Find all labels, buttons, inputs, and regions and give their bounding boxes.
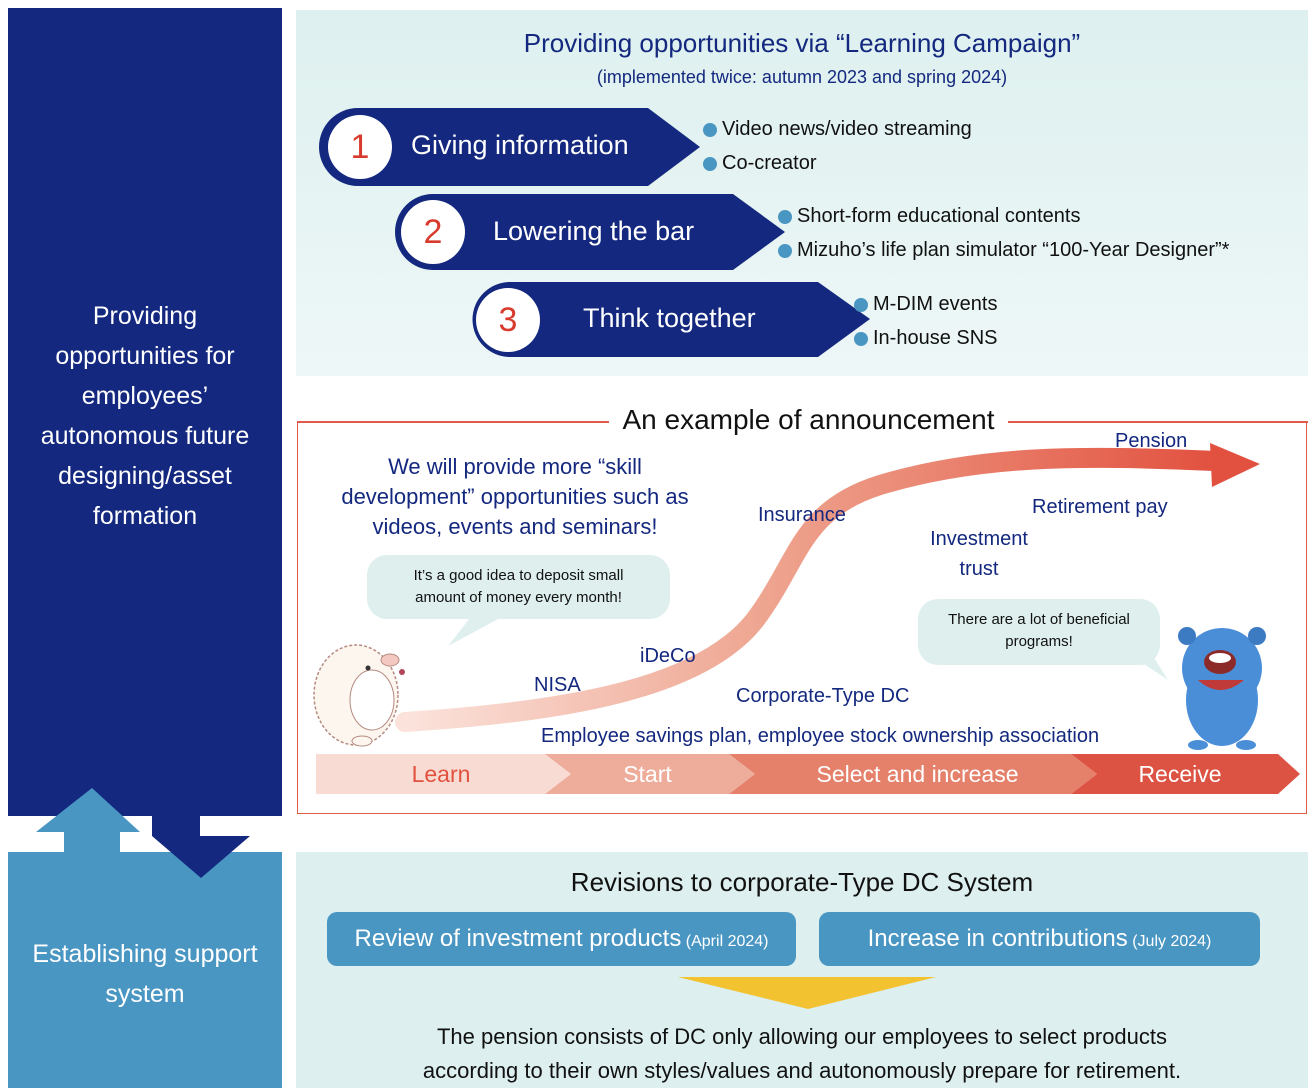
revisions-panel — [296, 852, 1308, 1088]
bullet-dot-icon — [854, 331, 868, 346]
campaign-subtitle: (implemented twice: autumn 2023 and spri… — [596, 67, 1008, 87]
revisions-title: Revisions to corporate-Type DC System — [570, 867, 1034, 897]
revision-item-1: Review of investment products (April 202… — [327, 912, 796, 966]
hedgehog-mascot-icon — [313, 644, 405, 747]
left-column-top — [8, 8, 282, 816]
label-pension: Pension — [1115, 430, 1188, 452]
step-3-bullet-1: M-DIM events — [854, 293, 997, 316]
up-arrow-icon — [36, 788, 140, 852]
announcement-title: An example of announcement — [622, 404, 995, 435]
left-top-text: Providing opportunities for employees’ a… — [40, 302, 250, 530]
step-2-bullet-1: Short-form educational contents — [778, 205, 1081, 228]
curve-arrowhead-icon — [1210, 443, 1260, 487]
frame-top-line-left — [297, 421, 609, 423]
down-arrow-icon — [152, 816, 250, 878]
label-employee-savings: Employee savings plan, employee stock ow… — [541, 725, 1100, 747]
bullet-dot-icon — [778, 243, 792, 258]
label-corporate-dc: Corporate-Type DC — [736, 685, 910, 707]
stage-select-and-increase: Select and increase — [816, 761, 1019, 787]
growth-curve-graphic — [313, 443, 1300, 794]
step-1-bullet-1: Video news/video streaming — [703, 118, 972, 141]
label-ideco: iDeCo — [640, 645, 696, 667]
label-insurance: Insurance — [758, 504, 846, 526]
step-1-label: Giving information — [411, 130, 629, 160]
announcement-frame — [297, 421, 1307, 814]
bullet-dot-icon — [703, 156, 717, 171]
revisions-conclusion: The pension consists of DC only allowing… — [422, 1024, 1182, 1083]
step-1-arrow — [319, 108, 700, 186]
revision-item-2: Increase in contributions (July 2024) — [819, 912, 1260, 966]
campaign-step-shapes — [319, 108, 870, 357]
label-retirement-pay: Retirement pay — [1032, 496, 1168, 518]
speech-bubble-left: It’s a good idea to deposit small amount… — [367, 555, 670, 619]
step-2-arrow — [395, 194, 785, 270]
campaign-title: Providing opportunities via “Learning Ca… — [523, 28, 1081, 58]
stage-select-shape — [729, 754, 1097, 794]
stage-start-shape — [545, 754, 755, 794]
step-1-bullet-2: Co-creator — [703, 152, 816, 175]
step-3-label: Think together — [583, 303, 756, 333]
speech-bubble-right: There are a lot of beneficial programs! — [918, 599, 1160, 665]
bullet-dot-icon — [854, 297, 868, 312]
stage-receive-shape — [1071, 754, 1300, 794]
step-1-number: 1 — [328, 115, 392, 179]
step-3-arrow — [472, 282, 870, 357]
stage-receive: Receive — [1138, 761, 1222, 787]
bullet-dot-icon — [703, 122, 717, 137]
growth-curve — [395, 447, 1225, 732]
announcement-headline: We will provide more “skill development”… — [341, 454, 689, 539]
yellow-down-arrow-icon — [678, 977, 936, 1009]
left-bottom-text: Establishing support system — [32, 940, 258, 1008]
step-2-number: 2 — [401, 200, 465, 264]
blue-mascot-icon — [1178, 627, 1266, 750]
step-3-number: 3 — [476, 288, 540, 352]
bubble-left-tail — [448, 618, 500, 646]
cycle-arrows — [36, 788, 250, 878]
stage-learn-shape — [316, 754, 571, 794]
step-3-bullet-2: In-house SNS — [854, 327, 998, 350]
label-investment-trust: Investment trust — [930, 528, 1028, 580]
left-column-bottom — [8, 852, 282, 1088]
step-2-bullet-2: Mizuho’s life plan simulator “100-Year D… — [778, 239, 1229, 262]
stage-learn: Learn — [411, 761, 471, 787]
step-2-label: Lowering the bar — [493, 216, 695, 246]
label-nisa: NISA — [534, 674, 581, 696]
stage-start: Start — [623, 761, 672, 787]
frame-top-line-right — [1008, 421, 1308, 423]
bullet-dot-icon — [778, 209, 792, 224]
